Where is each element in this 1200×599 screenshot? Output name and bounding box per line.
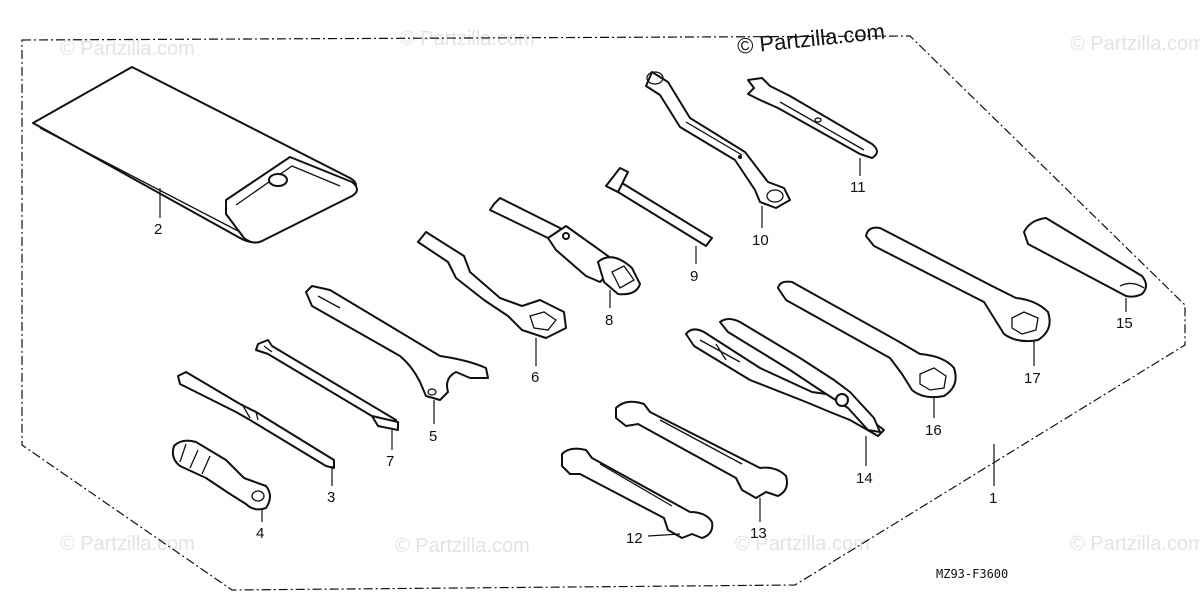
- callout-17: 17: [1024, 370, 1041, 387]
- callout-labels: 2 1 3 4 5 6 7 8 9 10 11 12 13 14 15 16 1…: [154, 179, 1133, 547]
- pin-spanner: [305, 285, 489, 401]
- callout-4: 4: [256, 525, 264, 542]
- leader-lines: [159, 158, 1127, 537]
- callout-10: 10: [752, 232, 769, 249]
- callout-9: 9: [690, 268, 698, 285]
- callout-5: 5: [429, 428, 437, 445]
- watermark-text: © Partzilla.com: [1070, 33, 1200, 55]
- callout-1: 1: [989, 490, 997, 507]
- screwdriver-shaft: [177, 371, 335, 469]
- tool-set-outline: [21, 35, 1186, 591]
- callout-12: 12: [626, 530, 643, 547]
- tool-bag: [32, 66, 358, 244]
- callout-3: 3: [327, 489, 335, 506]
- watermark-text: © Partzilla.com: [60, 533, 195, 555]
- double-open-end-wrench: [561, 447, 714, 539]
- grip-cover: [1023, 217, 1147, 298]
- watermark-text: © Partzilla.com: [60, 38, 195, 60]
- watermark-text: © Partzilla.com: [735, 533, 870, 555]
- flat-wrench: [865, 226, 1051, 343]
- double-open-end-wrench: [615, 400, 788, 499]
- spark-plug-wrench: [489, 197, 641, 296]
- watermark-text: © Partzilla.com: [395, 535, 530, 557]
- watermark-text: © Partzilla.com: [400, 28, 535, 50]
- watermark-text: © Partzilla.com: [1070, 533, 1200, 555]
- callout-13: 13: [750, 525, 767, 542]
- callout-11: 11: [850, 179, 866, 196]
- screwdriver-bit-phillips: [255, 339, 399, 431]
- callout-14: 14: [856, 470, 873, 487]
- callout-6: 6: [531, 369, 539, 386]
- pliers: [685, 318, 885, 437]
- screwdriver-handle: [171, 439, 271, 511]
- callout-8: 8: [605, 312, 613, 329]
- callout-16: 16: [925, 422, 942, 439]
- watermarks: © Partzilla.com © Partzilla.com © Partzi…: [60, 28, 1200, 557]
- open-end-wrench: [747, 77, 878, 159]
- offset-box-wrench: [645, 71, 791, 209]
- flat-wrench: [777, 280, 957, 399]
- brand-text: © Partzilla.com: [736, 19, 886, 59]
- callout-15: 15: [1116, 315, 1133, 332]
- box-end-wrench: [417, 231, 567, 339]
- hex-key: [605, 167, 713, 247]
- callout-7: 7: [386, 453, 394, 470]
- diagram-code: MZ93-F3600: [936, 567, 1008, 581]
- callout-2: 2: [154, 221, 162, 238]
